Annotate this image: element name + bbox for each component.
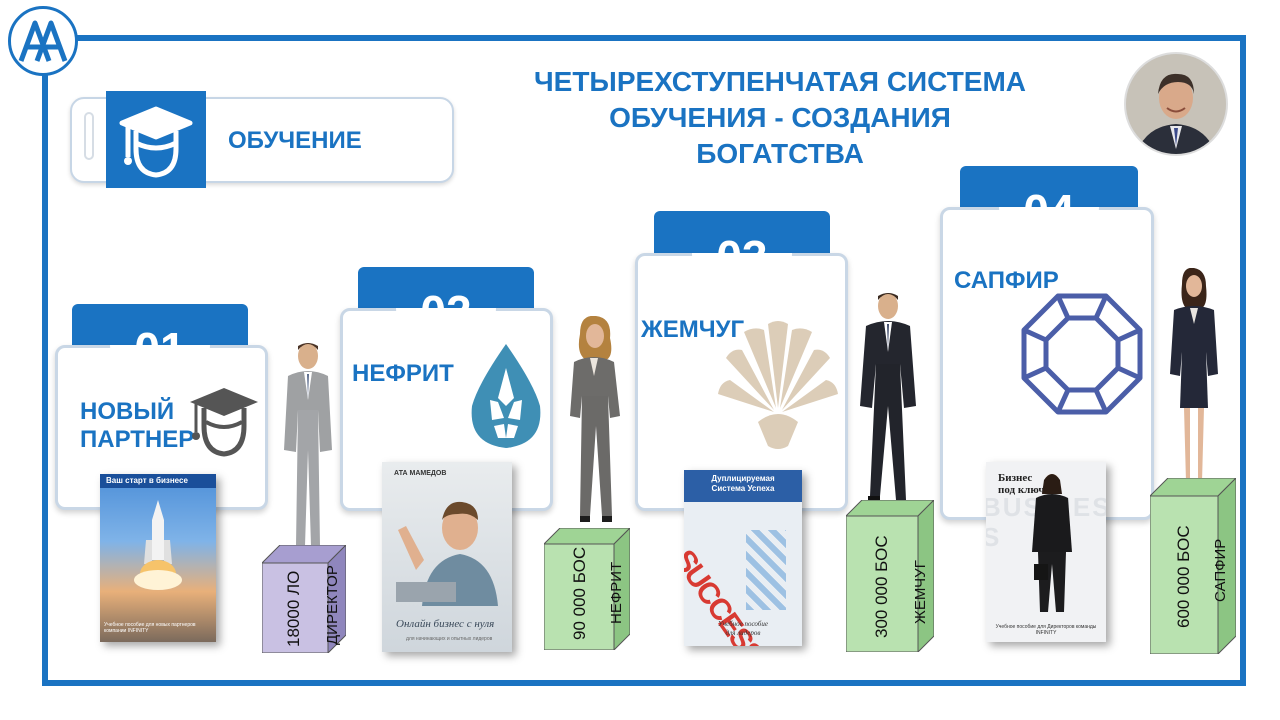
step-01-label: НОВЫЙ ПАРТНЕР — [80, 398, 194, 454]
training-label: ОБУЧЕНИЕ — [228, 127, 362, 154]
book-3-title-line1: Дуплицируемая — [711, 474, 775, 483]
book-4-subtitle: Учебное пособие для Директоров команды I… — [995, 624, 1097, 636]
water-drop-icon — [471, 344, 541, 448]
book-success-system: Дуплицируемая Система Успеха SUCCESS Уче… — [684, 470, 802, 646]
banner-tab-decoration — [84, 112, 94, 160]
book-4-title: Бизнес под ключ — [998, 472, 1045, 496]
book-turnkey-business: BUSINESS Бизнес под ключ Учебное пособие… — [986, 462, 1106, 642]
step-04-cube-value: 600 000 БОС — [1174, 525, 1193, 628]
book-4-title-line2: под ключ — [998, 484, 1045, 496]
page-title: ЧЕТЫРЕХСТУПЕНЧАТАЯ СИСТЕМА ОБУЧЕНИЯ - СО… — [470, 64, 1090, 172]
step-02-number: 02 — [420, 286, 472, 338]
businesswoman-figure — [570, 316, 620, 522]
step-02-cube: 90 000 БОС НЕФРИТ — [544, 528, 630, 650]
book-2-subtitle: для начинающих и опытных лидеров — [406, 636, 493, 642]
step-02-cube-rank: НЕФРИТ — [608, 561, 625, 624]
seashell-icon — [718, 321, 838, 449]
title-line-3: БОГАТСТВА — [696, 138, 864, 169]
book-1-subtitle: Учебное пособие для новых партнеров комп… — [104, 622, 196, 634]
step-03-number: 03 — [716, 231, 768, 283]
step-01-label-line2: ПАРТНЕР — [80, 426, 195, 453]
logo-icon — [8, 6, 78, 76]
book-2-title: Онлайн бизнес с нуля — [396, 618, 495, 630]
step-04-cube-rank: САПФИР — [1212, 538, 1229, 602]
step-03-cube-rank: ЖЕМЧУГ — [912, 560, 929, 624]
book-4-title-line1: Бизнес — [998, 472, 1033, 484]
book-online-business: АТА МАМЕДОВ Онлайн бизнес с нуля для нач… — [382, 462, 512, 652]
step-01-cube-value: 18000 ЛО — [284, 570, 303, 647]
slide-frame — [42, 35, 1246, 686]
businessman-figure — [284, 343, 332, 552]
step-03-cube: 300 000 БОС ЖЕМЧУГ — [846, 500, 934, 652]
step-04-cube: 600 000 БОС САПФИР — [1150, 478, 1236, 654]
book-start-in-business: Ваш старт в бизнесе Учебное пособие для … — [100, 474, 216, 642]
title-line-1: ЧЕТЫРЕХСТУПЕНЧАТАЯ СИСТЕМА — [533, 66, 1027, 97]
step-04-number: 04 — [1023, 185, 1075, 237]
step-01-cube-rank: ДИРЕКТОР — [324, 565, 341, 645]
book-3-subtitle: Учебное пособие для лидеров — [684, 620, 802, 638]
businesswoman-figure — [1170, 268, 1218, 487]
book-1-title: Ваш старт в бизнесе — [106, 476, 188, 485]
book-3-subtitle-line2: для лидеров — [725, 629, 761, 637]
graduation-cap-icon — [119, 106, 193, 178]
title-line-2: ОБУЧЕНИЯ - СОЗДАНИЯ — [609, 102, 951, 133]
step-01-cube: 18000 ЛО ДИРЕКТОР — [262, 545, 346, 653]
training-icon-box — [106, 91, 206, 188]
graduation-cap-icon — [190, 388, 258, 457]
step-01-label-line1: НОВЫЙ — [80, 398, 175, 425]
book-3-title: Дуплицируемая Система Успеха — [684, 474, 802, 494]
step-02-label: НЕФРИТ — [352, 360, 454, 387]
businessman-figure — [860, 293, 916, 506]
step-02-cube-value: 90 000 БОС — [570, 546, 589, 640]
book-3-subtitle-line1: Учебное пособие — [718, 620, 768, 628]
gem-icon — [1021, 293, 1143, 415]
book-2-author: АТА МАМЕДОВ — [394, 470, 447, 477]
step-04-label: САПФИР — [954, 267, 1059, 294]
book-3-title-line2: Система Успеха — [711, 484, 775, 493]
step-03-label: ЖЕМЧУГ — [641, 316, 745, 343]
step-03-cube-value: 300 000 БОС — [872, 535, 891, 638]
speaker-photo — [1124, 52, 1228, 156]
step-01-number: 01 — [134, 323, 186, 375]
